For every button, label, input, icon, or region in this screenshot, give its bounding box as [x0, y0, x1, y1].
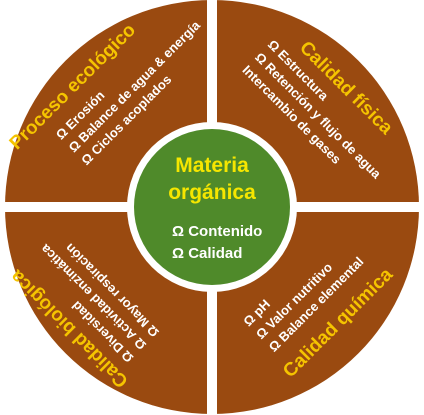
- center-title-line1: Materia: [175, 154, 249, 177]
- center-title-line2: orgánica: [168, 181, 256, 204]
- center-item-calidad: Ω Calidad: [172, 245, 242, 262]
- center-item-contenido: Ω Contenido: [172, 223, 262, 240]
- center-disc: [134, 129, 290, 285]
